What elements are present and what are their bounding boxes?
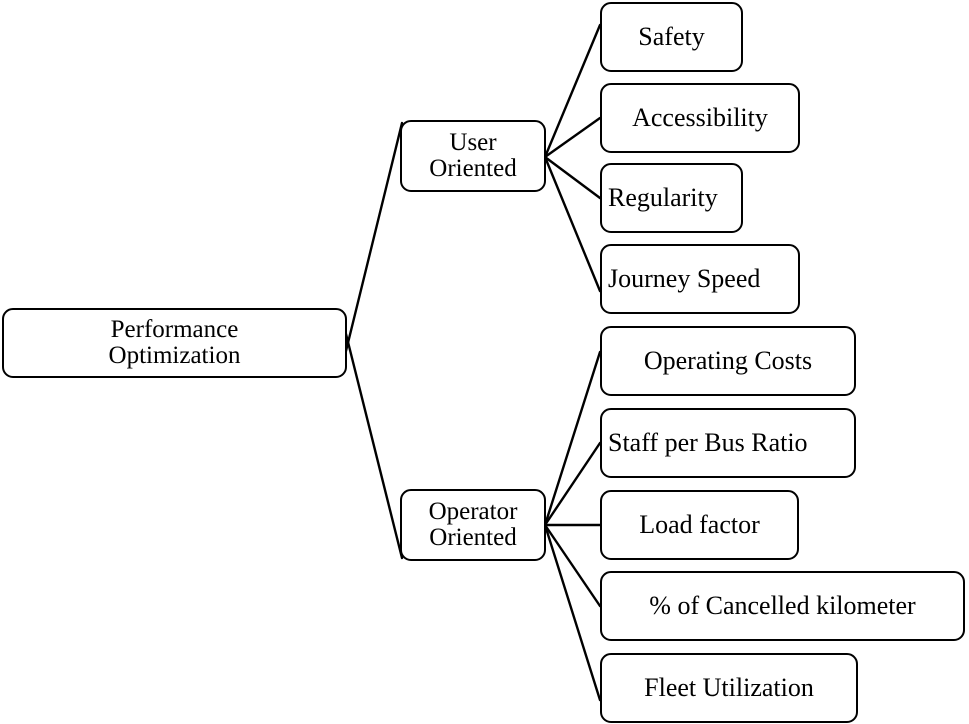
node-performance-optimization[interactable]: Performance Optimization — [2, 308, 347, 378]
node-regularity[interactable]: Regularity — [600, 163, 743, 233]
node-operating-costs[interactable]: Operating Costs — [600, 326, 856, 396]
node-label: Fleet Utilization — [644, 673, 814, 703]
node-operator-oriented[interactable]: Operator Oriented — [400, 489, 546, 561]
node-label: Journey Speed — [608, 264, 761, 294]
node-user-oriented[interactable]: User Oriented — [400, 120, 546, 192]
node-label: Regularity — [608, 183, 718, 213]
node-label: Performance Optimization — [108, 315, 241, 369]
node-label: % of Cancelled kilometer — [649, 591, 916, 621]
edge-operator-oriented-to-staff-per-bus-ratio — [543, 441, 602, 527]
edge-user-oriented-to-journey-speed — [543, 155, 602, 293]
node-staff-per-bus-ratio[interactable]: Staff per Bus Ratio — [600, 408, 856, 478]
edge-operator-oriented-to-operating-costs — [543, 350, 602, 527]
node-load-factor[interactable]: Load factor — [600, 490, 799, 560]
node-label: Staff per Bus Ratio — [608, 428, 808, 458]
edge-user-oriented-to-regularity — [543, 155, 602, 200]
edge-operator-oriented-to-fleet-utilization — [543, 523, 602, 702]
node-fleet-utilization[interactable]: Fleet Utilization — [600, 653, 858, 723]
edge-user-oriented-to-accessibility — [543, 116, 602, 159]
node-label: Safety — [638, 22, 705, 52]
edge-user-oriented-to-safety — [543, 23, 602, 159]
edge-performance-optimization-to-operator-oriented — [343, 328, 404, 560]
edge-performance-optimization-to-user-oriented — [343, 121, 404, 357]
node-label: Operating Costs — [643, 346, 813, 376]
node-label: Accessibility — [632, 103, 768, 133]
node-label: User Oriented — [429, 128, 517, 182]
node-label: Operator Oriented — [428, 497, 518, 551]
node-cancelled-kilometer[interactable]: % of Cancelled kilometer — [600, 571, 965, 641]
node-label: Load factor — [639, 510, 760, 540]
node-safety[interactable]: Safety — [600, 2, 743, 72]
node-accessibility[interactable]: Accessibility — [600, 83, 800, 153]
node-journey-speed[interactable]: Journey Speed — [600, 244, 800, 314]
edge-operator-oriented-to-cancelled-kilometer — [543, 523, 602, 608]
